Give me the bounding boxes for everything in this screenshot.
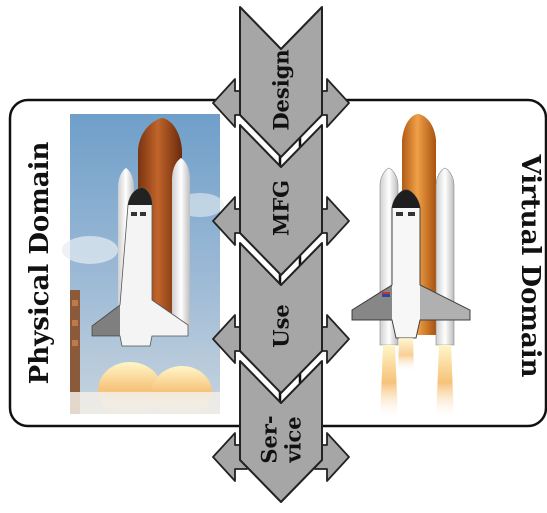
chevron-service (239, 360, 323, 503)
lifecycle-chevrons: Ser-vice Use MFG Design (212, 6, 350, 503)
chevron-mfg (239, 124, 323, 276)
chevron-design (239, 6, 323, 158)
chevron-label-design-0: Design (269, 49, 294, 130)
space-shuttle-3d-render (351, 114, 471, 420)
space-shuttle-launch-photo (62, 114, 224, 418)
chevron-label-service-1: vice (281, 416, 306, 463)
chevron-label-mfg-0: MFG (269, 180, 294, 236)
virtual-domain-label: Virtual Domain (515, 153, 545, 377)
chevron-use (239, 242, 323, 394)
chevron-label-service-0: Ser- (257, 415, 282, 463)
arrow-left-service (212, 432, 248, 482)
physical-domain-label: Physical Domain (25, 142, 55, 385)
chevron-label-use-0: Use (269, 304, 294, 348)
arrow-right-service (314, 432, 350, 482)
